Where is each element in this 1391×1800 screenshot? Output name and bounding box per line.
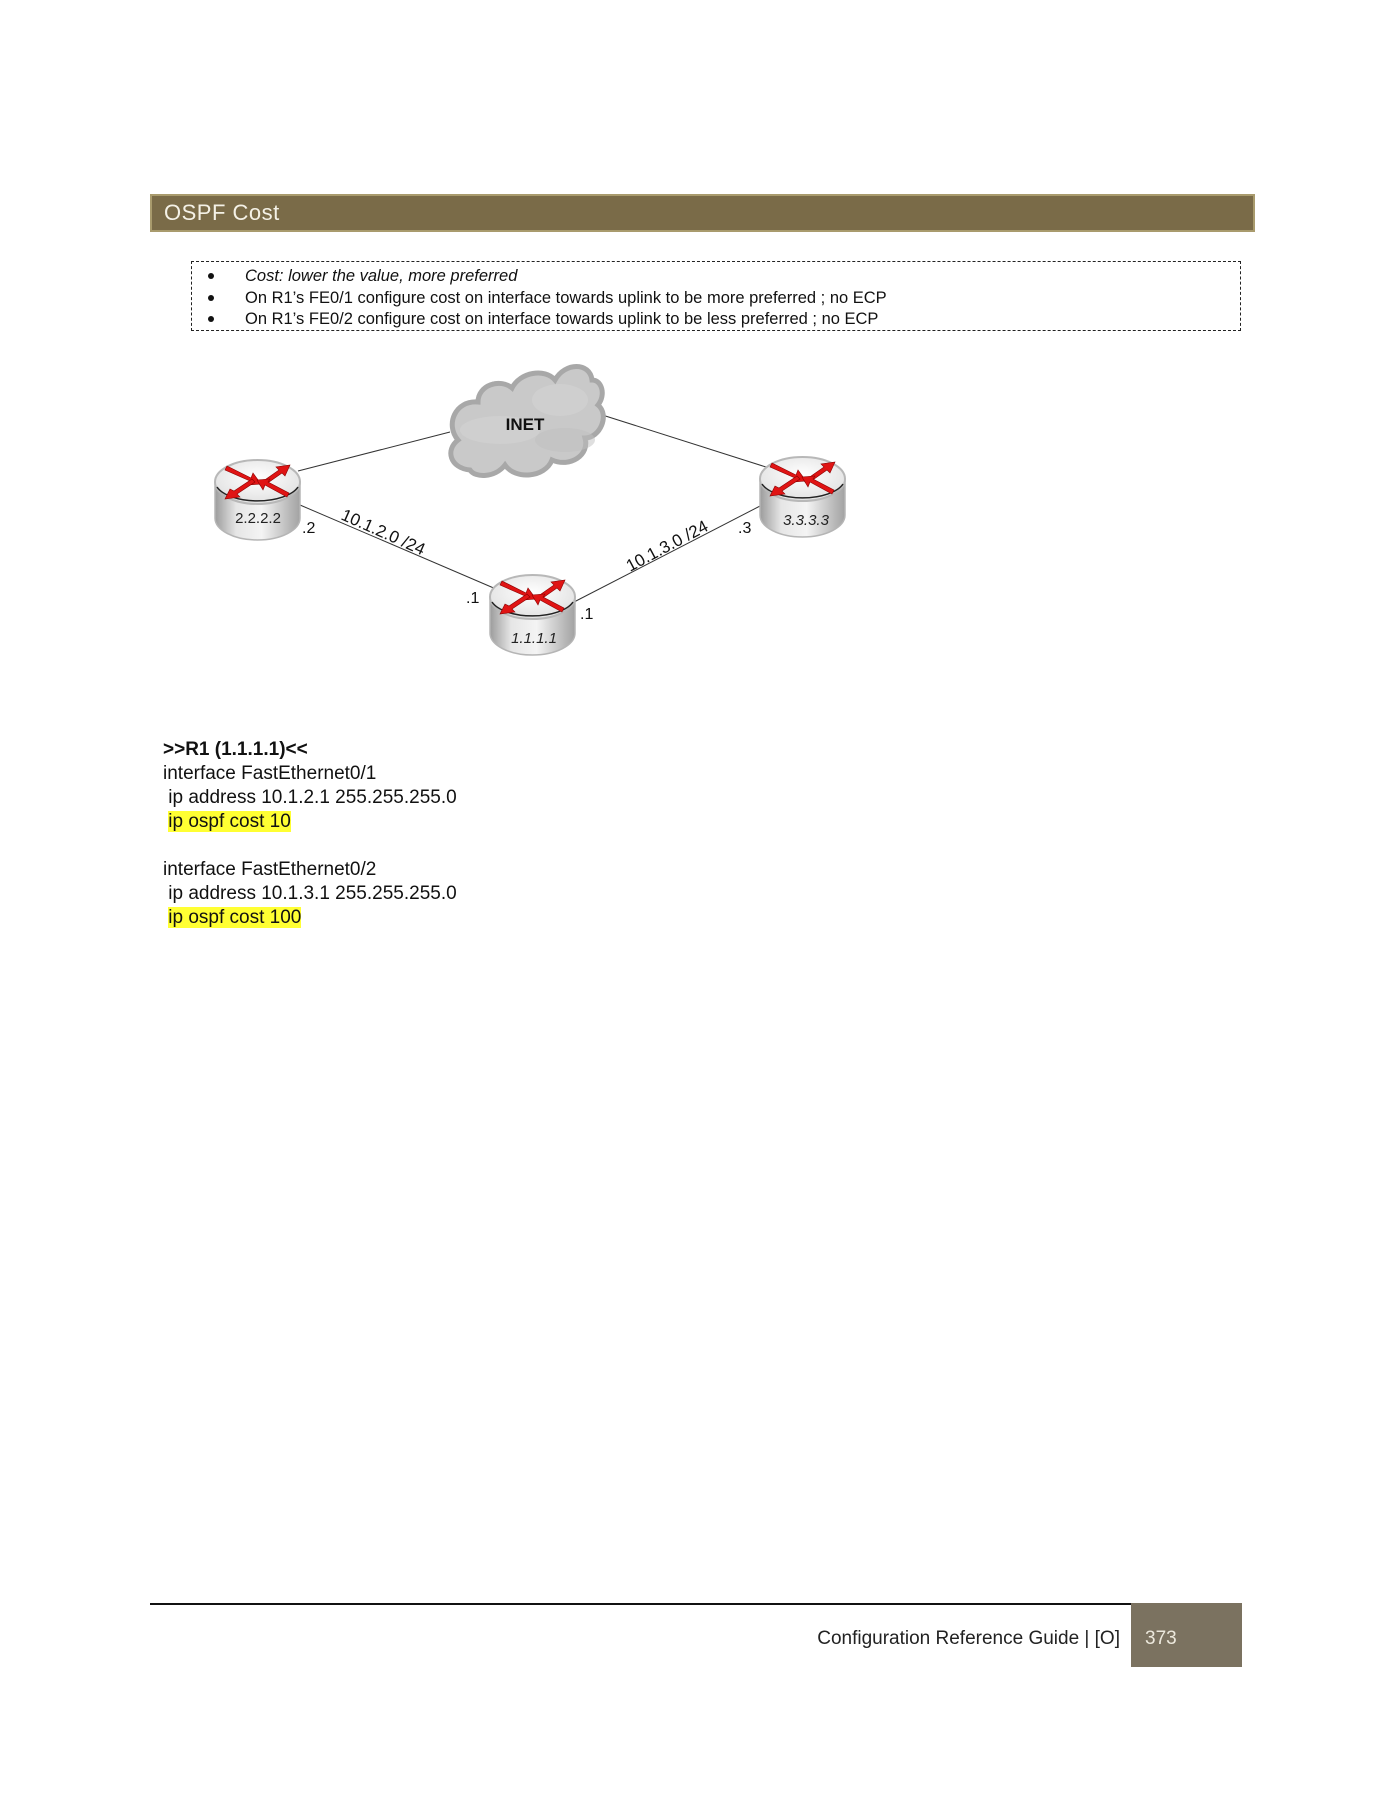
highlighted-ospf-cost: ip ospf cost 10 — [168, 811, 291, 832]
router-r2-icon — [214, 459, 301, 541]
link-subnet-label: 10.1.3.0 /24 — [623, 517, 711, 576]
highlighted-ospf-cost: ip ospf cost 100 — [168, 907, 302, 928]
page-number-box: 373 — [1131, 1603, 1242, 1667]
network-diagram: INET 2.2.2.2 3.3.3.3 1.1.1.1 10.1.2.0 /2… — [214, 364, 846, 656]
summary-bullet-box: Cost: lower the value, more preferred On… — [191, 261, 1241, 331]
bullet-icon — [208, 295, 214, 301]
link-r2-r1 — [299, 504, 497, 590]
footer-title: Configuration Reference Guide | [O] — [817, 1628, 1120, 1649]
section-title: OSPF Cost — [164, 200, 280, 225]
footer-divider — [150, 1603, 1132, 1605]
page-number: 373 — [1145, 1628, 1177, 1649]
bullet-text: On R1’s FE0/1 configure cost on interfac… — [245, 289, 887, 307]
config-ip-address-line: ip address 10.1.2.1 255.255.255.0 — [163, 787, 457, 808]
bullet-icon — [208, 316, 214, 322]
config-interface-line: interface FastEthernet0/1 — [163, 763, 377, 784]
router-config: >>R1 (1.1.1.1)<< interface FastEthernet0… — [163, 738, 457, 930]
config-heading: >>R1 (1.1.1.1)<< — [163, 739, 308, 760]
router-r3-label: 3.3.3.3 — [783, 512, 830, 529]
router-r1-label: 1.1.1.1 — [511, 630, 557, 647]
cloud-icon — [448, 364, 606, 478]
interface-label: .1 — [580, 606, 593, 623]
interface-label: .3 — [738, 520, 751, 537]
section-header: OSPF Cost — [150, 194, 1255, 232]
link-inet-r3 — [595, 412, 767, 468]
bullet-icon — [208, 273, 214, 279]
link-r2-inet — [297, 431, 451, 472]
config-blank-line — [163, 834, 457, 858]
cloud-label: INET — [506, 415, 545, 434]
link-r1-r3 — [573, 504, 763, 603]
link-subnet-label: 10.1.2.0 /24 — [338, 505, 428, 559]
config-ospf-cost-line: ip ospf cost 100 — [163, 906, 457, 930]
bullet-text: On R1’s FE0/2 configure cost on interfac… — [245, 310, 879, 328]
config-ip-address-line: ip address 10.1.3.1 255.255.255.0 — [163, 883, 457, 904]
interface-label: .2 — [302, 520, 315, 537]
config-ospf-cost-line: ip ospf cost 10 — [163, 810, 457, 834]
interface-label: .1 — [466, 590, 479, 607]
router-r2-label: 2.2.2.2 — [235, 510, 281, 527]
bullet-text: Cost: lower the value, more preferred — [245, 267, 518, 285]
config-interface-line: interface FastEthernet0/2 — [163, 859, 377, 880]
